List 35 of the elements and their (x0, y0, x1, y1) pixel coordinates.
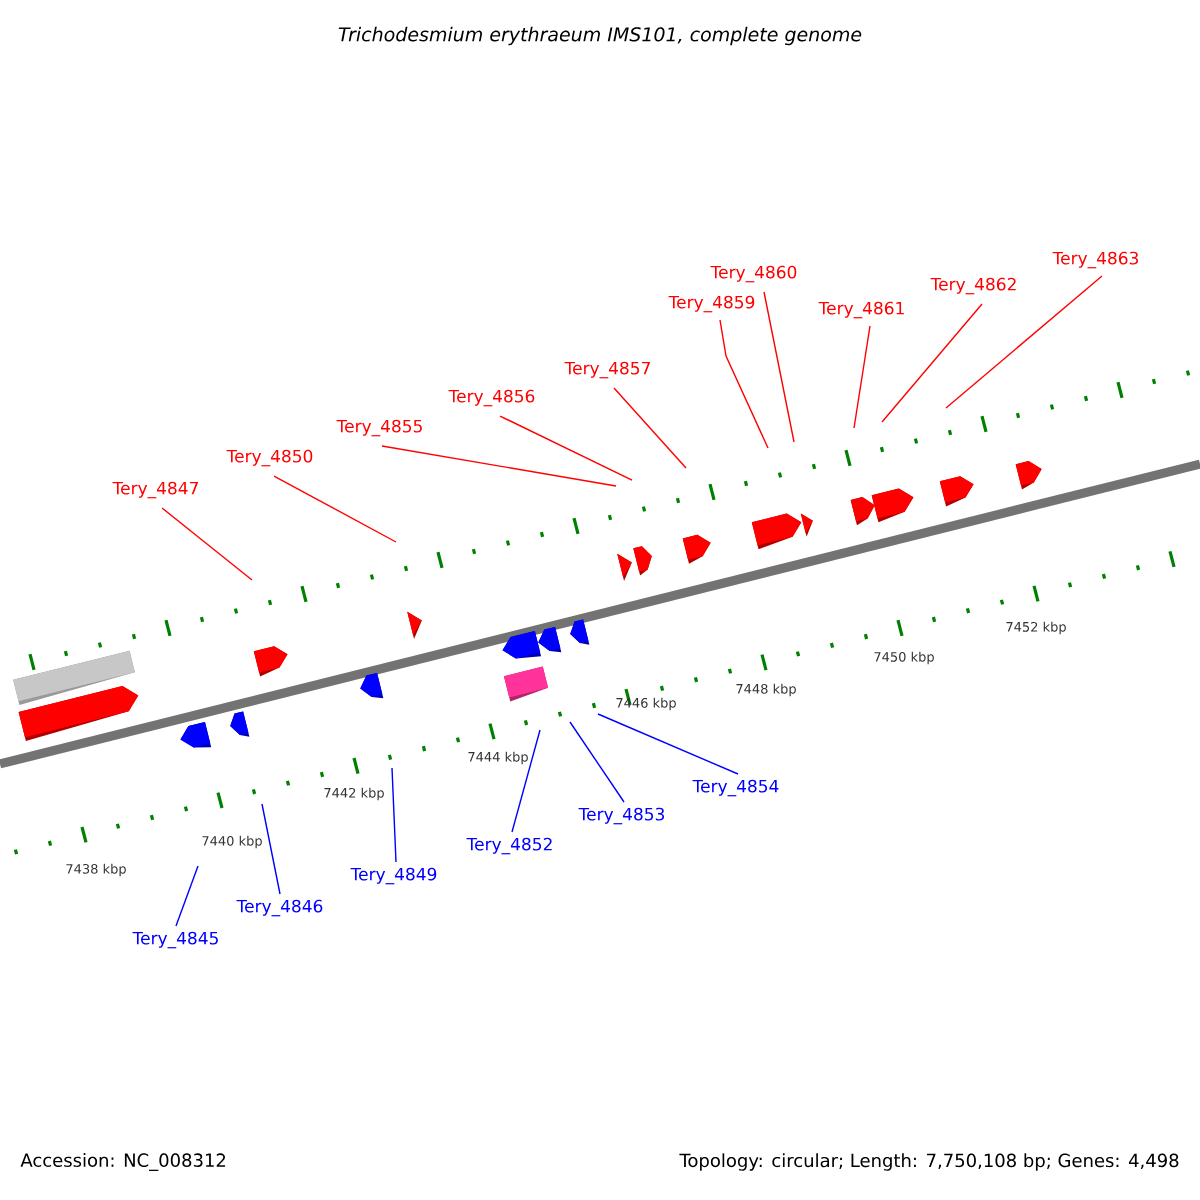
leader-line (499, 415, 633, 481)
gene-label: Tery_4859 (668, 295, 755, 313)
footer-text: Topology: circular; Length: 7,750,108 bp; Genes: 4,498 (679, 1153, 1179, 1171)
leader-line (511, 729, 541, 833)
gene-label: Tery_4853 (578, 807, 664, 825)
gene-label: Tery_4850 (226, 449, 313, 467)
leader-line (175, 865, 199, 927)
title: Trichodesmium erythraeum IMS101, complete genome (338, 26, 862, 46)
gene-label: Tery_4861 (818, 301, 904, 319)
gene-label: Tery_4845 (132, 931, 218, 949)
leader-line (273, 475, 397, 543)
leader-line (391, 767, 397, 863)
gene-label: Tery_4860 (710, 265, 797, 283)
gene-label: Tery_4849 (350, 867, 437, 885)
gene-label: Tery_4854 (692, 779, 779, 797)
leader-line (763, 291, 795, 443)
leader-line (719, 319, 769, 449)
gene-label: Tery_4862 (930, 277, 1016, 295)
leader-line (597, 713, 739, 775)
gene-label: Tery_4852 (466, 837, 552, 855)
leader-line (945, 275, 1103, 409)
gene-label: Tery_4863 (1052, 251, 1138, 269)
gene-label: Tery_4855 (336, 419, 422, 437)
gene-label: Tery_4856 (448, 389, 535, 407)
leader-line (161, 507, 253, 581)
footer-text: Accession: NC_008312 (20, 1153, 226, 1171)
leader-line (613, 387, 687, 469)
gene-label: Tery_4857 (564, 361, 650, 379)
leader-line (853, 325, 871, 429)
leader-line (261, 803, 281, 895)
leader-line (881, 303, 983, 423)
gene-label: Tery_4846 (236, 899, 323, 917)
leader-line (381, 445, 617, 487)
gene-label: Tery_4847 (112, 481, 198, 499)
leader-line (569, 721, 625, 803)
